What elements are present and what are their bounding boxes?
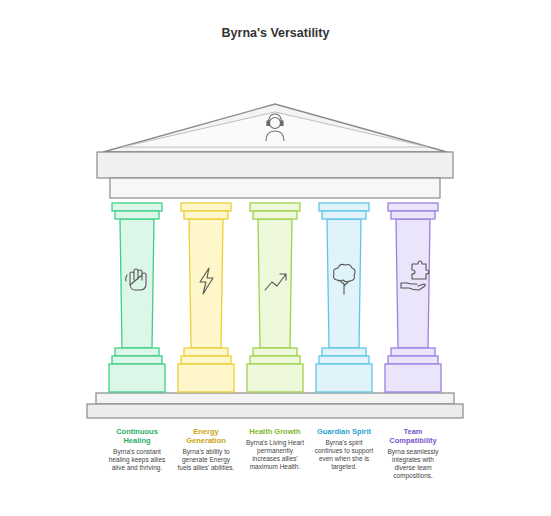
pillar-shape — [379, 200, 447, 393]
pillar-part — [112, 203, 162, 211]
pillar-part — [322, 211, 366, 219]
pillar-part — [316, 364, 372, 392]
pillar-part — [319, 356, 369, 364]
pillar-part — [253, 211, 297, 219]
pillar-part — [385, 364, 441, 392]
pillar-node: Health GrowthByrna's Living Heart perman… — [241, 200, 309, 472]
pillar-part — [250, 203, 300, 211]
pillar-part — [319, 203, 369, 211]
pillar-shape — [310, 200, 378, 393]
pillar-part — [181, 203, 231, 211]
pillar-heading: Guardian Spirit — [315, 427, 373, 436]
pediment-inner — [122, 112, 428, 147]
pillar-description: Byrna seamlessly integrates with diverse… — [382, 448, 444, 481]
pillar-heading: Energy Generation — [177, 427, 235, 445]
pillar-icon — [200, 268, 213, 294]
diagram-title: Byrna's Versatility — [0, 26, 551, 40]
pillar-caption: Continuous HealingByrna's constant heali… — [103, 427, 171, 472]
pillar-description: Byrna's ability to generate Energy fuels… — [175, 448, 237, 472]
pillar-node: Continuous HealingByrna's constant heali… — [103, 200, 171, 472]
pillar-part — [184, 211, 228, 219]
entablature — [97, 152, 453, 178]
pillar-shape — [241, 200, 309, 393]
pillar-description: Byrna's constant healing keeps allies al… — [106, 448, 168, 472]
pillar-node: Energy GenerationByrna's ability to gene… — [172, 200, 240, 472]
pillar-part — [112, 356, 162, 364]
pillar-part — [115, 348, 159, 356]
pillar-shaft — [258, 219, 292, 348]
architrave — [110, 178, 440, 198]
pillar-heading: Team Compatibility — [384, 427, 442, 445]
pillar-caption: Guardian SpiritByrna's spirit continues … — [310, 427, 378, 472]
pillar-part — [388, 203, 438, 211]
pillar-part — [250, 356, 300, 364]
pillar-part — [109, 364, 165, 392]
pillar-part — [184, 348, 228, 356]
pillar-part — [391, 348, 435, 356]
pillar-shape — [172, 200, 240, 393]
person-icon — [266, 114, 284, 141]
pillar-part — [247, 364, 303, 392]
pillar-description: Byrna's spirit continues to support even… — [313, 439, 375, 472]
pediment — [103, 104, 447, 152]
pillar-shaft — [396, 219, 430, 348]
pillar-shape — [103, 200, 171, 393]
pillar-icon — [333, 264, 355, 294]
pillar-heading: Continuous Healing — [108, 427, 166, 445]
pillar-icon — [265, 274, 286, 290]
pillar-heading: Health Growth — [246, 427, 304, 436]
pillar-part — [115, 211, 159, 219]
pillar-shaft — [327, 219, 361, 348]
pillar-part — [322, 348, 366, 356]
pillar-node: Team CompatibilityByrna seamlessly integ… — [379, 200, 447, 481]
pillar-node: Guardian SpiritByrna's spirit continues … — [310, 200, 378, 472]
pillar-part — [253, 348, 297, 356]
pillar-part — [388, 356, 438, 364]
pillar-caption: Energy GenerationByrna's ability to gene… — [172, 427, 240, 472]
pillar-part — [181, 356, 231, 364]
pillar-part — [178, 364, 234, 392]
pillar-shaft — [189, 219, 223, 348]
platform — [87, 404, 463, 418]
pillar-icon — [126, 269, 146, 290]
pillar-part — [391, 211, 435, 219]
pillar-icon — [401, 261, 429, 290]
pillar-shaft — [120, 219, 154, 348]
pillar-caption: Health GrowthByrna's Living Heart perman… — [241, 427, 309, 472]
pillar-description: Byrna's Living Heart permanently increas… — [244, 439, 306, 472]
pillar-caption: Team CompatibilityByrna seamlessly integ… — [379, 427, 447, 481]
platform-step — [96, 393, 454, 404]
